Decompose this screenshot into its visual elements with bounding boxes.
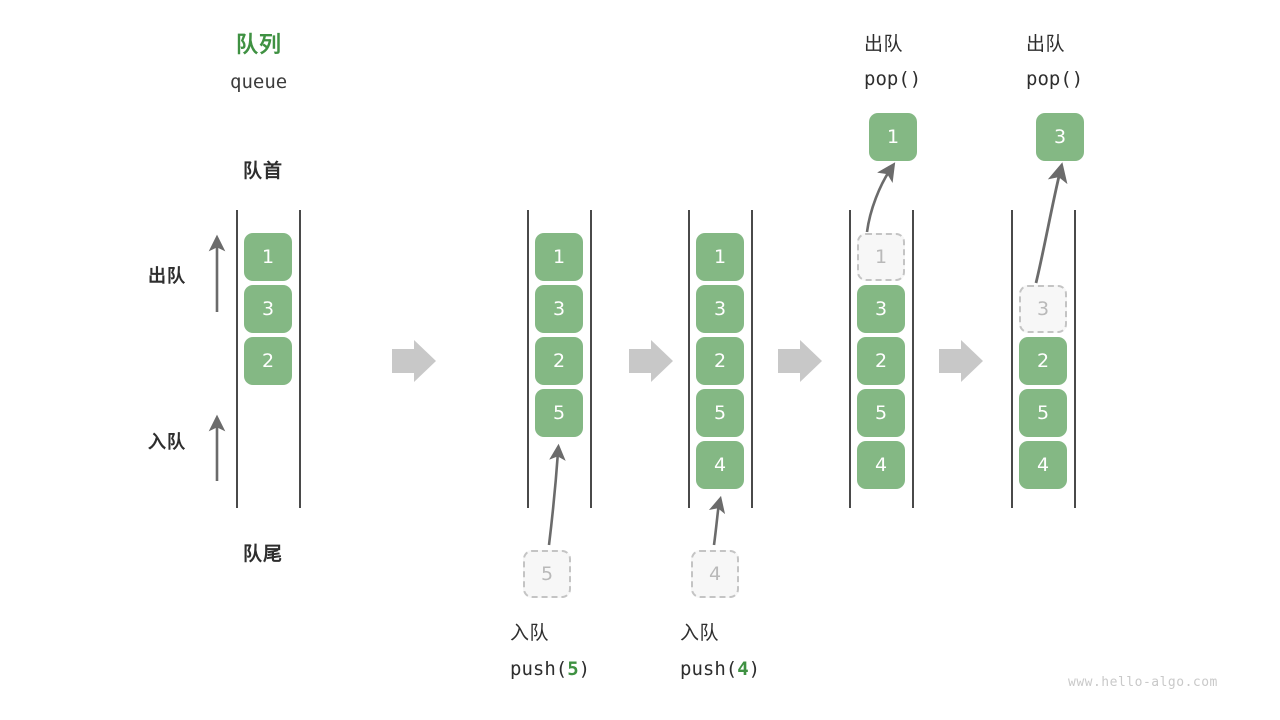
popped-cell-1: 1 (869, 113, 917, 161)
step-arrow-2 (629, 340, 673, 382)
queue-cell: 4 (696, 441, 744, 489)
queue-cell-ghost: 1 (857, 233, 905, 281)
queue-cell: 4 (857, 441, 905, 489)
incoming-cell-5: 5 (523, 550, 571, 598)
rail-right-1 (299, 210, 301, 508)
rail-right-5 (1074, 210, 1076, 508)
step-arrow-1 (392, 340, 436, 382)
queue-head-label: 队首 (243, 160, 284, 182)
pop-header-code-2: pop() (1026, 68, 1084, 90)
queue-cell: 1 (244, 233, 292, 281)
push-caption-code-1: push(5) (510, 658, 590, 680)
rail-right-4 (912, 210, 914, 508)
queue-cell: 1 (535, 233, 583, 281)
rail-left-3 (688, 210, 690, 508)
queue-cell: 2 (535, 337, 583, 385)
pop-arrow-3 (1034, 162, 1068, 284)
diagram-title-en: queue (230, 71, 288, 93)
queue-cell: 2 (857, 337, 905, 385)
queue-cell: 2 (244, 337, 292, 385)
push-arrow-5 (547, 443, 566, 546)
push-caption-cn-1: 入队 (510, 622, 550, 644)
rail-left-2 (527, 210, 529, 508)
push-caption-code-2: push(4) (680, 658, 760, 680)
push-code-suffix-1: ) (578, 658, 591, 680)
push-code-prefix-2: push( (680, 658, 738, 680)
enqueue-direction-label: 入队 (148, 432, 186, 453)
pop-header-cn-2: 出队 (1026, 33, 1066, 55)
queue-cell: 3 (244, 285, 292, 333)
push-caption-cn-2: 入队 (680, 622, 720, 644)
pop-header-code-1: pop() (864, 68, 922, 90)
queue-cell: 3 (696, 285, 744, 333)
push-arrow-4 (708, 495, 726, 546)
step-arrow-4 (939, 340, 983, 382)
push-code-value-1: 5 (567, 658, 579, 680)
step-arrow-3 (778, 340, 822, 382)
rail-left-1 (236, 210, 238, 508)
queue-tail-label: 队尾 (243, 543, 284, 565)
queue-cell: 3 (857, 285, 905, 333)
incoming-cell-4: 4 (691, 550, 739, 598)
rail-left-5 (1011, 210, 1013, 508)
diagram-title-cn: 队列 (236, 33, 283, 58)
push-code-value-2: 4 (737, 658, 749, 680)
queue-cell: 4 (1019, 441, 1067, 489)
queue-cell: 5 (1019, 389, 1067, 437)
watermark: www.hello-algo.com (1068, 675, 1218, 690)
queue-cell: 2 (1019, 337, 1067, 385)
queue-cell-ghost: 3 (1019, 285, 1067, 333)
queue-cell: 5 (535, 389, 583, 437)
queue-cell: 1 (696, 233, 744, 281)
rail-right-3 (751, 210, 753, 508)
push-code-prefix-1: push( (510, 658, 568, 680)
queue-cell: 3 (535, 285, 583, 333)
rail-left-4 (849, 210, 851, 508)
queue-cell: 5 (696, 389, 744, 437)
pop-header-cn-1: 出队 (864, 33, 904, 55)
dequeue-direction-label: 出队 (148, 266, 186, 287)
push-code-suffix-2: ) (748, 658, 761, 680)
popped-cell-2: 3 (1036, 113, 1084, 161)
queue-cell: 5 (857, 389, 905, 437)
queue-cell: 2 (696, 337, 744, 385)
rail-right-2 (590, 210, 592, 508)
pop-arrow-1 (865, 162, 896, 233)
